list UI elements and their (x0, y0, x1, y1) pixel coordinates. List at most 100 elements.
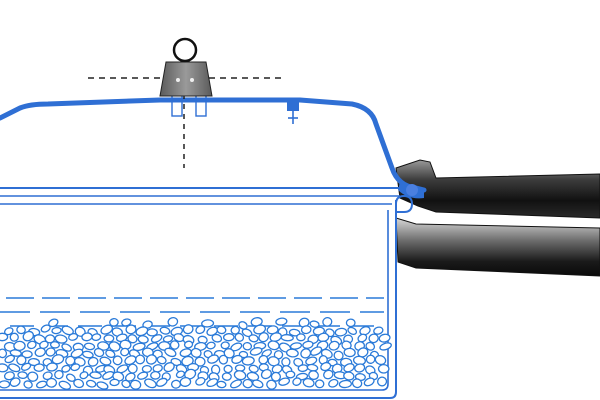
food-piece (3, 371, 15, 381)
food-piece (182, 324, 194, 335)
food-piece (13, 340, 26, 352)
safety-valve-icon (287, 99, 299, 124)
food-piece (54, 334, 68, 344)
food-piece (46, 362, 58, 372)
food-piece (82, 350, 94, 359)
water-icon (0, 297, 384, 327)
food-piece (334, 327, 348, 337)
food-piece (271, 364, 283, 374)
food-piece (163, 362, 175, 373)
food-piece (36, 380, 48, 389)
food-piece (167, 316, 179, 327)
food-piece (300, 348, 312, 359)
food-piece (310, 346, 323, 356)
lid-icon (0, 97, 427, 199)
food-piece (0, 332, 9, 342)
food-piece (4, 354, 16, 364)
food-piece (281, 357, 291, 367)
food-piece (220, 341, 230, 350)
food-piece (9, 377, 21, 387)
food-piece (89, 371, 102, 380)
food-piece (79, 371, 89, 380)
food-piece (190, 347, 202, 358)
ring-icon (172, 37, 198, 63)
food-piece (33, 363, 45, 372)
food-piece (378, 333, 391, 343)
food-piece (241, 356, 255, 366)
food-piece (322, 316, 333, 327)
food-piece (96, 381, 109, 390)
food-piece (99, 356, 112, 366)
food-piece (267, 356, 280, 367)
food-piece (354, 363, 366, 373)
food-piece (233, 370, 247, 381)
food-icon (0, 316, 392, 390)
food-piece (314, 379, 325, 389)
food-piece (170, 379, 182, 389)
food-piece (112, 355, 123, 366)
food-piece (221, 372, 232, 381)
food-piece (357, 347, 369, 358)
food-piece (120, 347, 130, 357)
food-piece (246, 371, 260, 382)
food-piece (308, 370, 319, 380)
food-piece (234, 332, 245, 342)
food-piece (132, 342, 146, 352)
food-piece (156, 377, 168, 387)
food-piece (108, 341, 121, 352)
food-piece (230, 379, 243, 389)
food-piece (357, 333, 368, 343)
food-piece (105, 349, 116, 358)
food-piece (121, 379, 131, 389)
food-piece (0, 348, 8, 359)
food-piece (231, 354, 243, 364)
food-piece (144, 378, 157, 389)
food-piece (343, 371, 355, 381)
food-piece (195, 377, 206, 386)
food-piece (292, 377, 302, 386)
food-piece (127, 334, 138, 344)
food-piece (23, 380, 33, 389)
food-piece (61, 325, 74, 336)
food-piece (328, 378, 339, 388)
food-piece (365, 341, 376, 351)
food-piece (109, 317, 119, 327)
food-piece (121, 318, 132, 327)
food-piece (373, 326, 384, 335)
food-piece (58, 380, 72, 390)
food-piece (260, 369, 272, 380)
food-piece (223, 364, 233, 374)
food-piece (248, 334, 259, 343)
food-piece (137, 335, 149, 344)
food-piece (280, 334, 294, 342)
food-piece (0, 363, 9, 373)
food-piece (129, 379, 142, 390)
food-piece (379, 342, 392, 351)
food-piece (252, 379, 264, 389)
food-piece (242, 378, 253, 389)
food-piece (100, 324, 114, 335)
food-piece (39, 340, 49, 350)
food-piece (363, 377, 375, 387)
food-piece (328, 340, 340, 351)
food-piece (338, 379, 353, 389)
food-piece (296, 333, 306, 342)
food-piece (343, 363, 355, 373)
food-piece (302, 378, 315, 388)
food-piece (169, 340, 180, 350)
food-piece (343, 347, 356, 358)
food-piece (0, 380, 11, 389)
food-piece (347, 326, 358, 336)
food-piece (127, 363, 138, 374)
food-piece (377, 376, 388, 387)
food-piece (309, 320, 320, 328)
food-piece (4, 327, 14, 336)
food-piece (216, 380, 227, 389)
pressure-weight-group (88, 37, 282, 168)
food-piece (288, 328, 301, 337)
food-piece (103, 334, 115, 343)
food-piece (109, 378, 120, 387)
food-piece (9, 332, 19, 342)
food-piece (359, 326, 371, 336)
food-piece (374, 354, 387, 366)
